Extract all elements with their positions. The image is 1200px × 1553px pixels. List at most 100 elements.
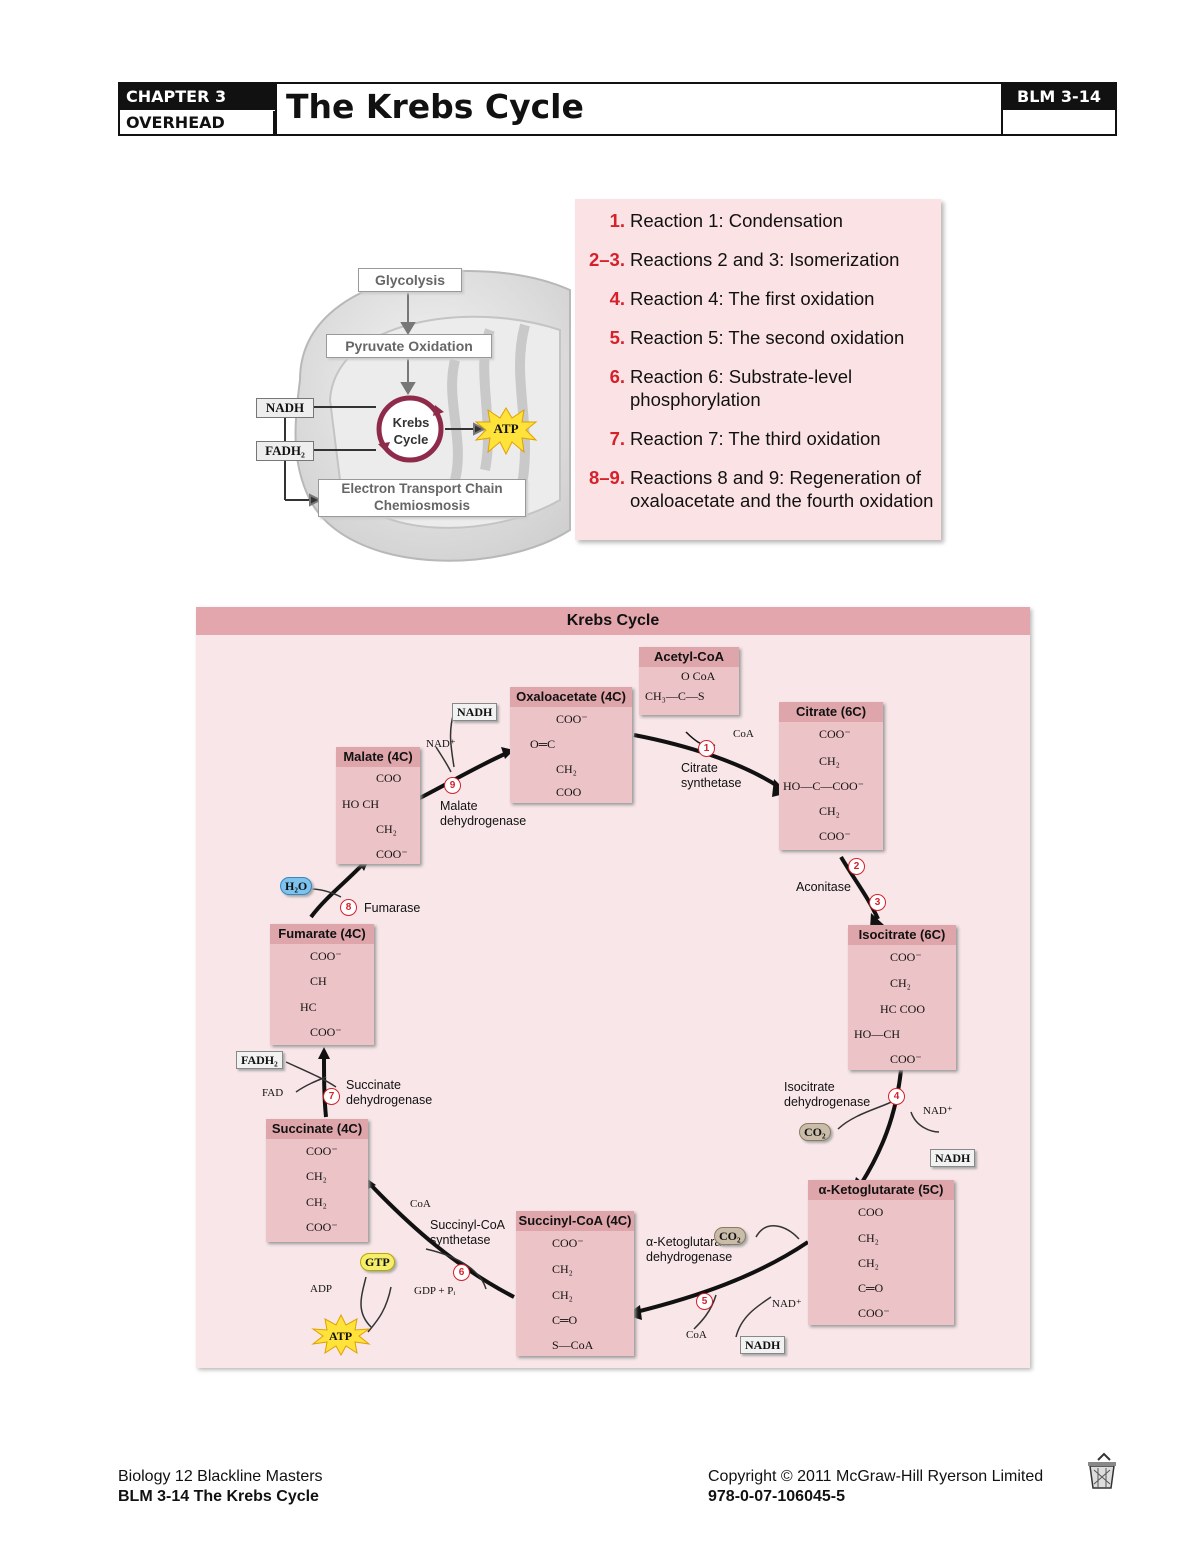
isocitrate-line: COO⁻ [890,1052,922,1066]
succinyl-coa-synthetase-label: Succinyl-CoA synthetase [430,1218,506,1247]
acetyl-coa-line: CH₃—C—S [645,689,705,703]
citrate-name: Citrate (6C) [779,702,883,722]
nadh-label: NADH [256,398,314,418]
nadh-badge: NADH [740,1336,786,1354]
reaction-number: 7. [609,428,625,449]
chapter-label: CHAPTER 3 [120,84,275,110]
succinate-line: COO⁻ [306,1144,338,1158]
alpha-ketoglutarate-line: COO⁻ [858,1306,890,1320]
fumarate-line: CH [310,974,327,988]
alpha-ketoglutarate-name: α-Ketoglutarate (5C) [808,1180,954,1200]
alpha-ketoglutarate-line: CH₂ [858,1231,879,1245]
citrate-synthetase-label: Citrate synthetase [681,761,742,790]
header-divider [275,84,277,134]
citrate-box: Citrate (6C) COO⁻ CH₂ HO—C—COO⁻ CH₂ COO⁻ [779,702,883,850]
reaction-text: Reaction 1: Condensation [630,210,843,231]
h2o-badge: H₂O [280,877,313,895]
fad-label: FAD [262,1087,284,1099]
succinyl-coa-box: Succinyl-CoA (4C) COO⁻ CH₂ CH₂ C═O S—CoA [516,1211,634,1356]
oxaloacetate-line: COO⁻ [556,712,588,726]
fadh2-badge: FADH₂ [236,1051,283,1069]
reaction-number: 8–9. [588,467,625,488]
reaction-text: Reaction 7: The third oxidation [630,428,881,449]
blm-label: BLM 3-14 [1003,84,1115,110]
succinate-line: CH₂ [306,1195,327,1209]
atp-label: ATP [329,1329,353,1343]
succinyl-coa-line: C═O [552,1313,578,1327]
step-badge: 6 [453,1264,470,1281]
etc-label-line1: Electron Transport Chain [341,481,503,496]
isocitrate-line: HC COO [880,1002,926,1016]
succinyl-coa-line: CH₂ [552,1262,573,1276]
krebs-cycle-ring [376,395,444,463]
succinyl-coa-name: Succinyl-CoA (4C) [516,1211,634,1231]
fumarate-line: COO⁻ [310,949,342,963]
coa-label: CoA [410,1198,431,1210]
fumarate-box: Fumarate (4C) COO⁻ CH HC COO⁻ [270,924,374,1045]
alpha-ketoglutarate-dehydrogenase-label: α-Ketoglutarate dehydrogenase [646,1235,733,1264]
malate-box: Malate (4C) COO HO CH CH₂ COO⁻ [336,747,420,864]
overview-arrows [284,292,487,507]
malate-line: COO [376,771,402,785]
reaction-number: 5. [609,327,625,348]
oxaloacetate-box: Oxaloacetate (4C) COO⁻ O═C CH₂ COO [510,687,632,803]
alpha-ketoglutarate-box: α-Ketoglutarate (5C) COO CH₂ CH₂ C═O COO… [808,1180,954,1325]
krebs-label-line1: Krebs [392,415,430,430]
reaction-text: Reaction 6: Substrate-level phosphorylat… [630,366,853,410]
page-header: CHAPTER 3 OVERHEAD The Krebs Cycle BLM 3… [118,82,1117,136]
oxaloacetate-name: Oxaloacetate (4C) [510,687,632,707]
fumarase-label: Fumarase [364,901,421,915]
step-badge: 1 [698,740,715,757]
malate-dehydrogenase-label: Malate dehydrogenase [440,799,527,828]
malate-line: CH₂ [376,822,397,836]
gdp-label: GDP + Pᵢ [414,1285,456,1297]
step-badge: 3 [869,894,886,911]
atp-burst-icon [311,1313,371,1357]
isocitrate-line: HO—CH [854,1027,901,1041]
acetyl-coa-name: Acetyl-CoA [639,647,739,667]
recycle-icon [1088,1452,1116,1489]
overhead-label: OVERHEAD [120,111,275,134]
footer-left-line2: BLM 3-14 The Krebs Cycle [118,1488,319,1505]
atp-burst [474,407,538,456]
isocitrate-line: COO⁻ [890,950,922,964]
succinyl-coa-line: COO⁻ [552,1236,584,1250]
citrate-line: CH₂ [819,754,840,768]
isocitrate-box: Isocitrate (6C) COO⁻ CH₂ HC COO HO—CH CO… [848,925,956,1070]
citrate-line: COO⁻ [819,829,851,843]
alpha-ketoglutarate-line: C═O [858,1281,884,1295]
krebs-cycle-panel: Krebs Cycle [196,607,1030,1368]
krebs-label-line2: Cycle [393,432,429,447]
nadh-badge: NADH [452,703,498,721]
etc-label-line2: Chemiosmosis [373,498,471,513]
acetyl-coa-box: Acetyl-CoA O CoA CH₃—C—S [639,647,739,715]
citrate-line: CH₂ [819,804,840,818]
alpha-ketoglutarate-line: CH₂ [858,1256,879,1270]
krebs-cycle-label: Krebs Cycle [382,414,440,448]
aconitase-label: Aconitase [796,880,851,894]
gtp-badge: GTP [360,1253,395,1271]
oxaloacetate-line: COO [556,785,582,799]
step-badge: 2 [848,858,865,875]
reaction-text: Reaction 4: The first oxidation [630,288,875,309]
footer-right-line2: 978-0-07-106045-5 [708,1488,845,1505]
step-badge: 9 [444,777,461,794]
alpha-ketoglutarate-line: COO [858,1205,884,1219]
co2-badge: CO₂ [714,1227,746,1245]
oxaloacetate-line: CH₂ [556,762,577,776]
step-badge: 8 [340,899,357,916]
atp-label: ATP [493,421,519,436]
coa-label: CoA [686,1329,707,1341]
acetyl-coa-line: O CoA [681,669,716,683]
nad-label: NAD⁺ [426,738,456,750]
step-badge: 5 [696,1293,713,1310]
reaction-number: 1. [609,210,625,231]
cycle-arrows [285,711,940,1338]
reaction-number: 2–3. [588,249,625,270]
pyruvate-oxidation-label: Pyruvate Oxidation [326,334,492,358]
citrate-line: COO⁻ [819,727,851,741]
reaction-text: Reactions 2 and 3: Isomerization [630,249,900,270]
coa-label: CoA [733,728,754,740]
reaction-number: 4. [609,288,625,309]
step-badge: 4 [888,1088,905,1105]
